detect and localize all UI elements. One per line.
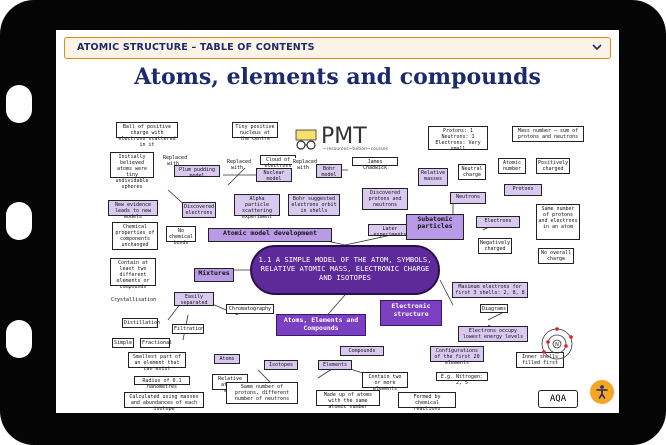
mind-map-node: Crystallisation: [110, 296, 156, 306]
mind-map-node: Isotopes: [264, 360, 298, 370]
mind-map-node: New evidence leads to new models: [108, 200, 158, 220]
mind-map-node: Electrons: [476, 216, 520, 228]
mind-map-node: Mass number – sum of protons and neutron…: [512, 126, 584, 142]
mind-map-heading: Electronic structure: [380, 300, 442, 326]
mind-map-node: Easily separated: [174, 292, 214, 306]
mind-map-node: Protons: [504, 184, 542, 196]
mind-map-node: Atomic number: [498, 158, 526, 174]
mind-map-node: Radius of 0.1 nanometres: [134, 376, 190, 390]
mind-map-node: Simple: [112, 338, 134, 348]
nucleus-label: N: [555, 342, 559, 348]
mind-map-heading: Atoms, Elements and Compounds: [276, 314, 366, 336]
screen: ATOMIC STRUCTURE – TABLE OF CONTENTS Ato…: [56, 30, 619, 413]
toc-label: ATOMIC STRUCTURE – TABLE OF CONTENTS: [77, 42, 315, 53]
mind-map-node: Chemical properties of components unchan…: [112, 222, 158, 250]
mind-map-node: Elements: [318, 360, 352, 370]
mind-map-spacer: [294, 124, 296, 126]
mind-map-node: Relative masses: [418, 168, 448, 186]
book-glasses-icon: [295, 129, 317, 150]
mind-map-node: Bohr model: [316, 164, 342, 178]
mind-map-node: Electrons occupy lowest energy levels: [458, 326, 528, 342]
binder-hole: [6, 320, 32, 358]
binder-hole: [6, 85, 32, 123]
table-of-contents-dropdown[interactable]: ATOMIC STRUCTURE – TABLE OF CONTENTS: [64, 37, 611, 59]
mind-map-node: Smallest part of an element that can exi…: [128, 352, 186, 372]
mind-map-node: Contain at least two different elements …: [110, 258, 156, 290]
mind-map-node: Atoms: [214, 354, 240, 364]
exam-board-badge: AQA: [538, 390, 578, 408]
mind-map-node: Replaced with: [292, 158, 318, 171]
mind-map-node: Distillation: [122, 318, 161, 328]
mind-map-node: Diagrams: [480, 304, 508, 313]
mind-map-node: E.g. Nitrogen: 2, 5: [436, 372, 488, 386]
mind-map-node: Compounds: [340, 346, 384, 356]
mind-map-node: Same number of protons, different number…: [226, 382, 298, 404]
mind-map-node: Inner shells filled first: [516, 352, 564, 368]
mind-map-node: No chemical bonds: [166, 226, 196, 246]
page-title: Atoms, elements and compounds: [134, 64, 541, 90]
mind-map-node: Initially believed atoms were tiny undiv…: [110, 152, 154, 190]
mind-map-node: Neutral charge: [458, 164, 486, 180]
mind-map-node: Filtration: [172, 324, 205, 334]
logo-subtitle: ~resources~tuition~courses: [323, 147, 388, 152]
mind-map-node: Fractional: [140, 338, 173, 348]
mind-map-node: Contain two or more elements: [362, 372, 408, 392]
mind-map-node: Discovered electrons: [182, 202, 216, 218]
logo-text: PMT: [321, 124, 367, 149]
mind-map-node: Positively charged: [536, 158, 570, 174]
mind-map-node: Calculated using masses and abundances o…: [124, 392, 204, 412]
chevron-down-icon[interactable]: [590, 40, 604, 54]
central-topic: 1.1 A SIMPLE MODEL OF THE ATOM, SYMBOLS,…: [250, 245, 440, 295]
mind-map-node: James Chadwick: [352, 157, 398, 171]
mind-map-node: Neutrons: [450, 192, 486, 204]
mind-map-node: Chromatography: [226, 304, 274, 314]
mind-map-node: Same number of protons and electrons in …: [536, 204, 580, 240]
mind-map-node: Replaced with: [226, 158, 252, 171]
mind-map-node: Protons: 1 Neutrons: 1 Electrons: Very s…: [428, 126, 488, 152]
mind-map-node: Plum pudding model: [174, 165, 220, 179]
mind-map-node: No overall charge: [538, 248, 574, 264]
mind-map-node: Cloud of electrons: [260, 155, 296, 169]
accessibility-button[interactable]: [588, 378, 616, 406]
pmt-logo: PMT ~resources~tuition~courses: [293, 124, 398, 154]
accessibility-icon: [596, 385, 608, 399]
mind-map-node: Maximum electrons for first 3 shells: 2,…: [452, 282, 528, 298]
binder-hole: [6, 202, 32, 240]
mind-map-node: Made up of atoms with the same atomic nu…: [316, 390, 380, 410]
atom-diagram-icon: N: [541, 327, 573, 360]
mind-map-node: Formed by chemical reactions: [398, 392, 456, 412]
mind-map-node: Nuclear model: [256, 168, 292, 182]
mind-map-node: Ball of positive charge with electrons s…: [116, 122, 178, 148]
mind-map-image: PMT ~resources~tuition~courses Ball of p…: [108, 120, 584, 412]
mind-map-heading: Subatomic particles: [406, 214, 464, 240]
mind-map-node: Configurations of the first 20 elements: [430, 346, 484, 366]
mind-map-node: Tiny positive nucleus at the centre: [232, 122, 278, 142]
mind-map-heading: Mixtures: [194, 268, 234, 282]
mind-map-heading: Atomic model development: [208, 228, 332, 242]
mind-map-node: Replaced with: [162, 154, 188, 167]
mind-map-node: Alpha particle scattering experiment: [234, 194, 280, 220]
mind-map-node: Negatively charged: [478, 238, 512, 254]
mind-map-node: Discovered protons and neutrons: [362, 188, 408, 210]
mind-map-node: Bohr suggested electrons orbit in shells: [288, 194, 340, 216]
